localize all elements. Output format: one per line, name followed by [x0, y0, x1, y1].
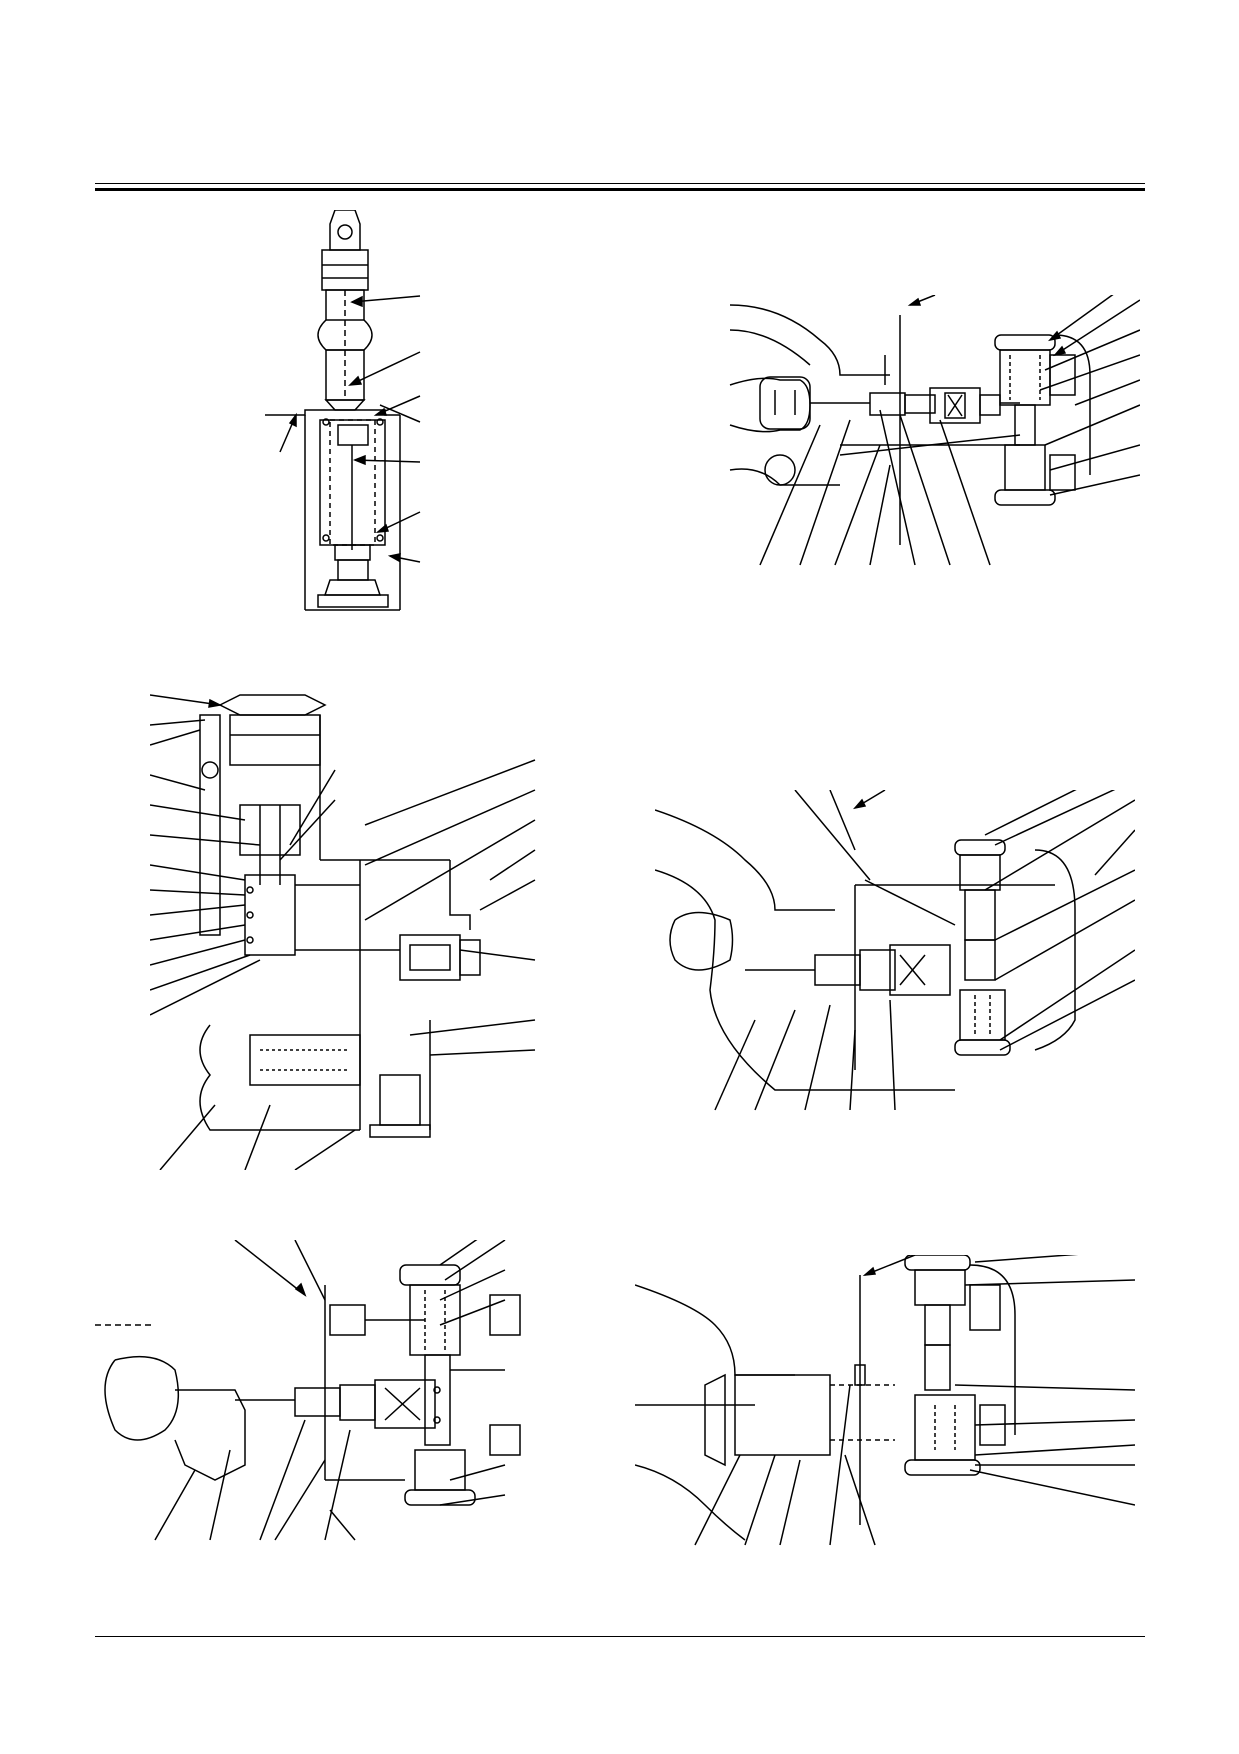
figure-valve-lower-right [635, 1255, 1135, 1555]
footer-rule [95, 1636, 1145, 1637]
header-rule-thin [95, 183, 1145, 184]
figure-valve-middle-right [655, 790, 1135, 1130]
figure-valve-lower-left [95, 1240, 565, 1550]
header-rule-thick [95, 188, 1145, 191]
figure-valve-middle-left [150, 690, 550, 1170]
figure-valve-upper-right [720, 295, 1140, 585]
figure-spool-upper-left [260, 210, 460, 620]
